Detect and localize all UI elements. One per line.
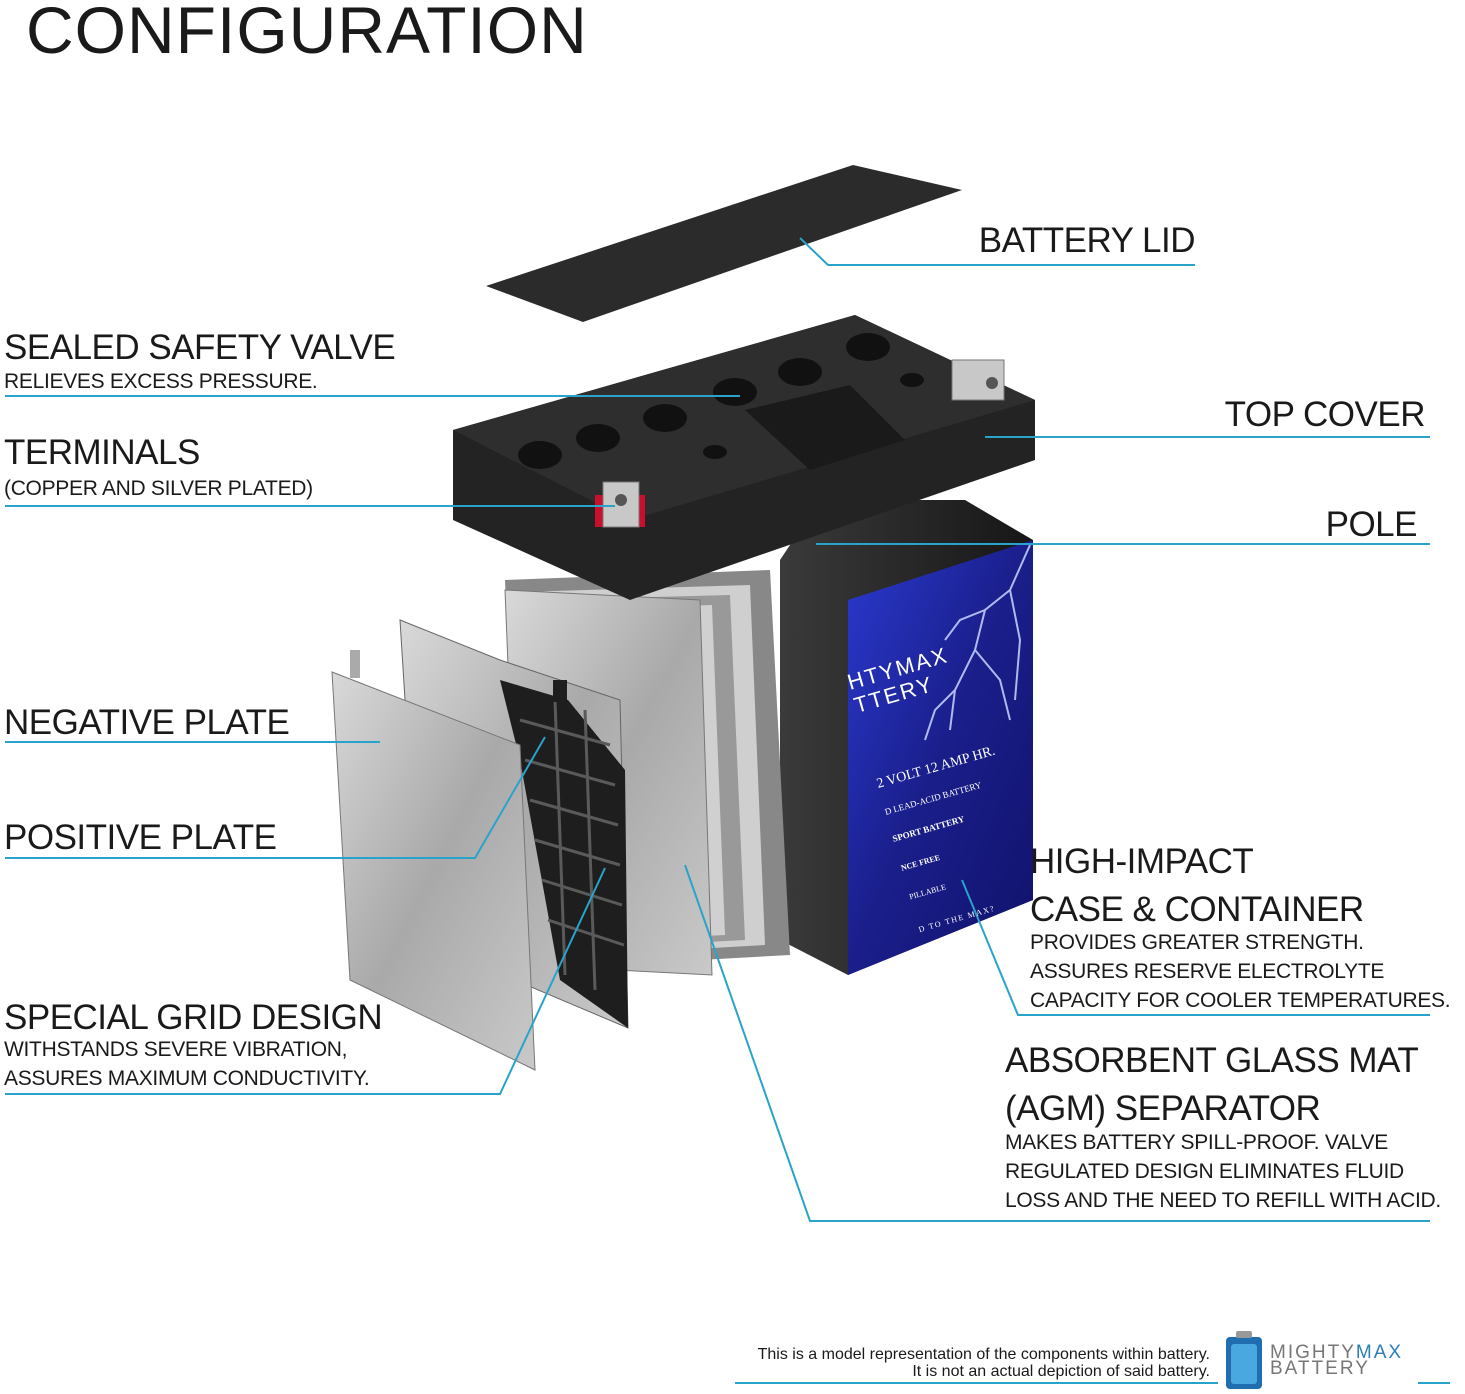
label-terminals: TERMINALS bbox=[4, 433, 200, 472]
footnote: This is a model representation of the co… bbox=[758, 1346, 1210, 1380]
desc-special-grid-design-2: ASSURES MAXIMUM CONDUCTIVITY. bbox=[4, 1067, 370, 1090]
brand-logo-line-2: BATTERY bbox=[1270, 1358, 1370, 1379]
label-negative-plate: NEGATIVE PLATE bbox=[4, 703, 290, 742]
label-agm-separator-2: (AGM) SEPARATOR bbox=[1005, 1089, 1321, 1128]
desc-agm-separator-2: REGULATED DESIGN ELIMINATES FLUID bbox=[1005, 1160, 1404, 1183]
leader-lines bbox=[5, 237, 1450, 1384]
label-top-cover: TOP COVER bbox=[1224, 395, 1426, 434]
desc-high-impact-case-2: ASSURES RESERVE ELECTROLYTE bbox=[1030, 960, 1385, 983]
leader-battery-lid bbox=[799, 237, 1195, 266]
leader-agm-separator bbox=[684, 864, 1430, 1222]
leader-positive-plate bbox=[5, 736, 546, 859]
battery-lid-shape bbox=[486, 165, 962, 322]
label-agm-separator-1: ABSORBENT GLASS MAT bbox=[1005, 1041, 1419, 1080]
label-high-impact-case-1: HIGH-IMPACT bbox=[1030, 842, 1254, 881]
desc-terminals: (COPPER AND SILVER PLATED) bbox=[4, 477, 313, 500]
brand-logo-mighty: MIGHTY bbox=[1270, 1342, 1356, 1363]
label-sealed-safety-valve: SEALED SAFETY VALVE bbox=[4, 328, 396, 367]
desc-high-impact-case-3: CAPACITY FOR COOLER TEMPERATURES. bbox=[1030, 989, 1451, 1012]
top-cover-shape bbox=[453, 315, 1035, 600]
leader-high-impact-case bbox=[961, 879, 1430, 1016]
lightning-graphic bbox=[924, 544, 1031, 741]
case-line-7: XBATTERY.COM bbox=[926, 939, 980, 962]
page-title: CONFIGURATION bbox=[26, 0, 588, 67]
desc-special-grid-design-1: WITHSTANDS SEVERE VIBRATION, bbox=[4, 1038, 348, 1061]
footnote-line-1: This is a model representation of the co… bbox=[757, 1346, 1210, 1363]
desc-sealed-safety-valve: RELIEVES EXCESS PRESSURE. bbox=[4, 370, 318, 393]
label-special-grid-design: SPECIAL GRID DESIGN bbox=[4, 998, 383, 1037]
brand-logo-line-1: MIGHTYMAX bbox=[1270, 1342, 1404, 1363]
desc-agm-separator-1: MAKES BATTERY SPILL-PROOF. VALVE bbox=[1005, 1131, 1388, 1154]
brand-logo: MIGHTYMAX BATTERY bbox=[1270, 1342, 1404, 1379]
desc-agm-separator-3: LOSS AND THE NEED TO REFILL WITH ACID. bbox=[1005, 1189, 1441, 1212]
brand-logo-max: MAX bbox=[1355, 1342, 1404, 1363]
label-positive-plate: POSITIVE PLATE bbox=[4, 818, 277, 857]
footnote-line-2: It is not an actual depiction of said ba… bbox=[912, 1363, 1210, 1380]
case-front-label bbox=[848, 540, 1033, 975]
leader-special-grid-design bbox=[5, 867, 606, 1095]
negative-plate-shape bbox=[331, 650, 536, 1071]
label-pole: POLE bbox=[1325, 505, 1418, 544]
desc-high-impact-case-1: PROVIDES GREATER STRENGTH. bbox=[1030, 931, 1364, 954]
logo-battery-icon bbox=[1226, 1331, 1262, 1389]
label-high-impact-case-2: CASE & CONTAINER bbox=[1030, 890, 1364, 929]
label-battery-lid: BATTERY LID bbox=[978, 221, 1196, 260]
